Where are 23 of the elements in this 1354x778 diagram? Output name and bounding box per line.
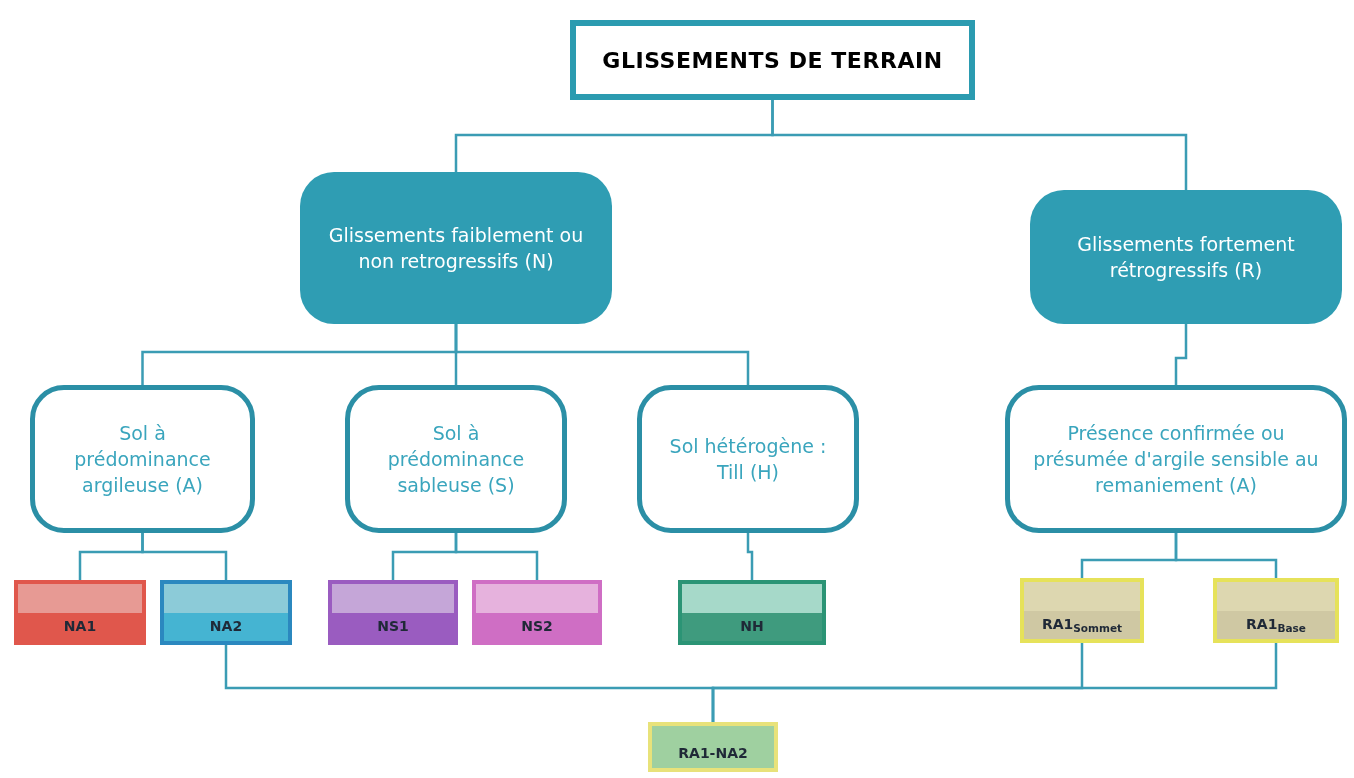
soil-type-box: Sol à prédominance argileuse (A) [30,385,255,533]
class-box: NH [678,580,826,645]
connector-line [454,533,539,580]
connector-line [771,100,1188,190]
class-box: RA1$_{Sommet}$ [1020,578,1144,643]
class-box: RA1-NA2 [648,722,778,772]
category-box: Glissements faiblement ou non retrogressifs (N) [300,172,612,324]
soil-type-box: Sol hétérogène : Till (H) [637,385,859,533]
class-box: NA2 [160,580,292,645]
title-box: GLISSEMENTS DE TERRAIN [570,20,975,100]
connector-line [711,643,1278,722]
soil-type-box: Sol à prédominance sableuse (S) [345,385,567,533]
class-box: NS1 [328,580,458,645]
soil-type-box: Présence confirmée ou présumée d'argile sensible au remaniement (A) [1005,385,1347,533]
class-box: NS2 [472,580,602,645]
connector-line [141,533,228,580]
category-box: Glissements fortement rétrogressifs (R) [1030,190,1342,324]
connector-line [454,324,750,385]
connector-line [746,533,754,580]
class-box: RA1$_{Base}$ [1213,578,1339,643]
connector-line [1174,324,1188,385]
connector-line [1174,533,1278,578]
class-box: NA1 [14,580,146,645]
